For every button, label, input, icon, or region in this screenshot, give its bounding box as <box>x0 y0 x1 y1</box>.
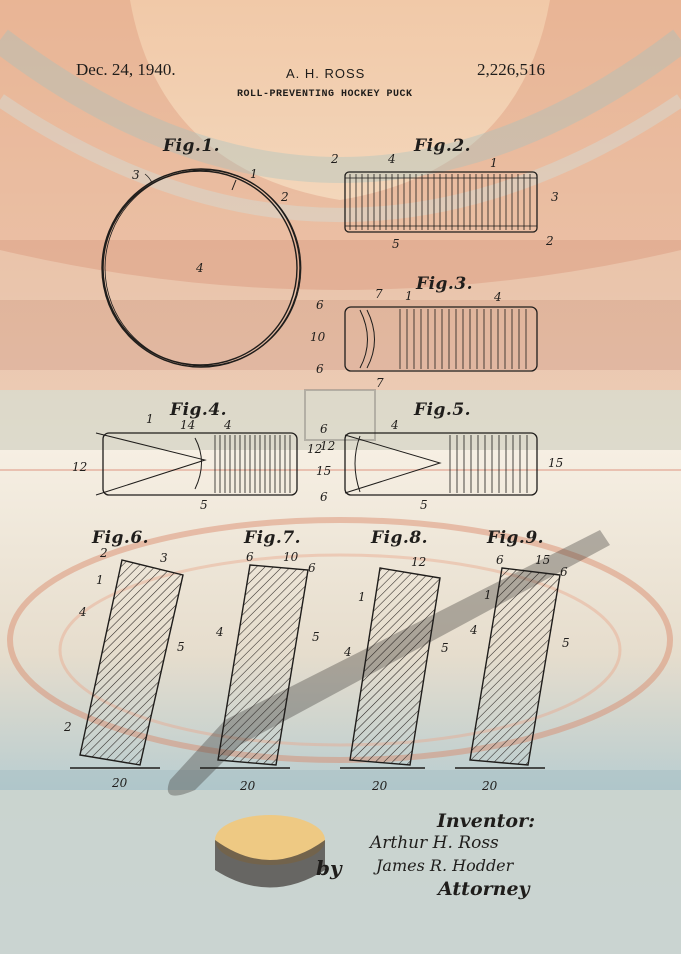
inventor-label: Inventor: <box>437 810 536 832</box>
reference-numeral: 10 <box>283 550 299 564</box>
fig3-label: Fig.3. <box>416 274 474 294</box>
reference-numeral: 12 <box>411 555 427 569</box>
fig7-section <box>200 564 309 769</box>
reference-numeral: 5 <box>420 498 428 512</box>
reference-numeral: 6 <box>308 561 316 575</box>
reference-numeral: 2 <box>546 234 554 248</box>
reference-numeral: 14 <box>180 418 196 432</box>
fig2-drawing <box>344 171 538 233</box>
fig3-drawing <box>344 306 538 372</box>
fig6-label: Fig.6. <box>92 528 150 548</box>
reference-numeral: 12 <box>307 442 323 456</box>
fig9-section <box>455 567 561 769</box>
fig2-label: Fig.2. <box>414 136 472 156</box>
fig4-drawing <box>95 432 298 496</box>
reference-numeral: 20 <box>112 776 128 790</box>
fig8-label: Fig.8. <box>371 528 429 548</box>
fig2-ridges <box>349 174 531 230</box>
patent-date: Dec. 24, 1940. <box>76 60 176 79</box>
fig1-drawing <box>101 168 302 368</box>
inventor-name: A. H. ROSS <box>286 66 366 81</box>
reference-numeral: 3 <box>132 168 140 182</box>
reference-numeral: 4 <box>494 290 502 304</box>
fig6-section <box>70 559 184 769</box>
reference-numeral: 7 <box>376 376 384 390</box>
reference-numeral: 3 <box>551 190 559 204</box>
fig5-drawing <box>344 432 538 496</box>
by-label: by <box>316 856 342 880</box>
fig7-label: Fig.7. <box>244 528 302 548</box>
reference-numeral: 5 <box>200 498 208 512</box>
reference-numeral: 5 <box>441 641 449 655</box>
reference-numeral: 6 <box>246 550 254 564</box>
reference-numeral: 4 <box>388 152 396 166</box>
reference-numeral: 5 <box>312 630 320 644</box>
reference-numeral: 15 <box>548 456 564 470</box>
inventor-signature: Arthur H. Ross <box>370 833 499 853</box>
reference-numeral: 5 <box>392 237 400 251</box>
reference-numeral: 12 <box>320 439 336 453</box>
fig5-ridges <box>449 435 528 493</box>
reference-numeral: 4 <box>216 625 224 639</box>
fig4-ridges <box>214 435 291 493</box>
reference-numeral: 1 <box>250 167 258 181</box>
fig9-label: Fig.9. <box>487 528 545 548</box>
fig8-section <box>340 567 441 769</box>
reference-numeral: 1 <box>146 412 154 426</box>
reference-numeral: 12 <box>72 460 88 474</box>
fig3-ridges <box>399 309 527 369</box>
reference-numeral: 20 <box>372 779 388 793</box>
reference-numeral: 4 <box>224 418 232 432</box>
reference-numeral: 1 <box>405 289 413 303</box>
reference-numeral: 20 <box>482 779 498 793</box>
attorney-signature: James R. Hodder <box>376 856 514 875</box>
reference-numeral: 7 <box>375 287 383 301</box>
reference-numeral: 5 <box>177 640 185 654</box>
reference-numeral: 4 <box>391 418 399 432</box>
reference-numeral: 1 <box>96 573 104 587</box>
reference-numeral: 4 <box>344 645 352 659</box>
reference-numeral: 20 <box>240 779 256 793</box>
patent-title: ROLL-PREVENTING HOCKEY PUCK <box>237 89 413 100</box>
reference-numeral: 4 <box>79 605 87 619</box>
fig4-label: Fig.4. <box>170 400 228 420</box>
reference-numeral: 10 <box>310 330 326 344</box>
reference-numeral: 6 <box>496 553 504 567</box>
reference-numeral: 1 <box>358 590 366 604</box>
patent-number: 2,226,516 <box>477 60 545 79</box>
reference-numeral: 15 <box>316 464 332 478</box>
reference-numeral: 2 <box>281 190 289 204</box>
reference-numeral: 2 <box>100 546 108 560</box>
reference-numeral: 2 <box>331 152 339 166</box>
reference-numeral: 6 <box>320 422 328 436</box>
reference-numeral: 6 <box>560 565 568 579</box>
attorney-label: Attorney <box>438 878 530 900</box>
fig1-label: Fig.1. <box>163 136 221 156</box>
reference-numeral: 4 <box>196 261 204 275</box>
reference-numeral: 6 <box>320 490 328 504</box>
reference-numeral: 6 <box>316 362 324 376</box>
fig5-label: Fig.5. <box>414 400 472 420</box>
reference-numeral: 3 <box>160 551 168 565</box>
reference-numeral: 15 <box>535 553 551 567</box>
reference-numeral: 5 <box>562 636 570 650</box>
reference-numeral: 2 <box>64 720 72 734</box>
reference-numeral: 4 <box>470 623 478 637</box>
reference-numeral: 6 <box>316 298 324 312</box>
reference-numeral: 1 <box>484 588 492 602</box>
reference-numeral: 1 <box>490 156 498 170</box>
